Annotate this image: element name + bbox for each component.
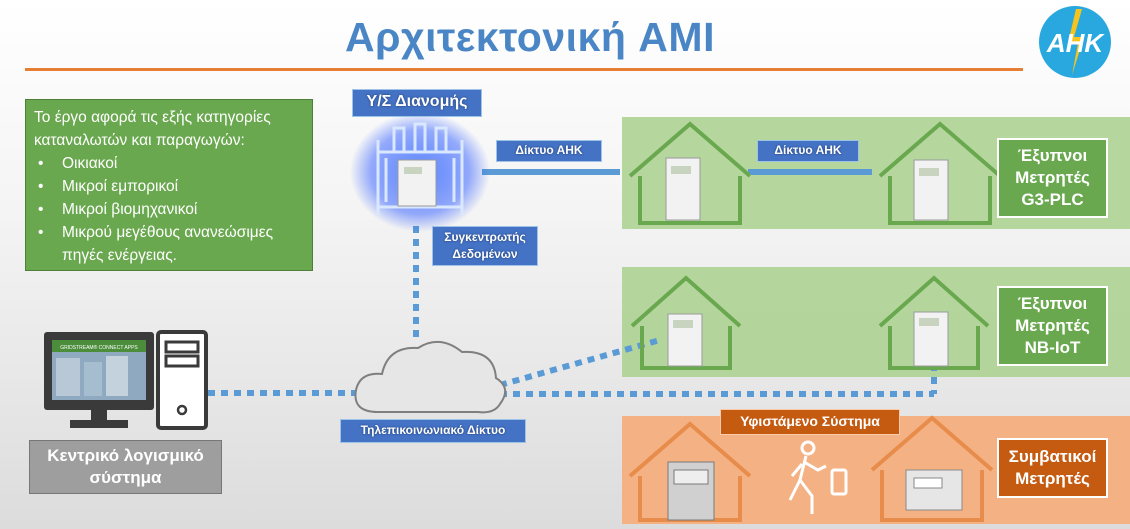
analog-meter-icon [667,461,963,521]
page-title: Αρχιτεκτονική AMI [345,14,715,60]
concentrator-label: Συγκεντρωτής Δεδομένων [432,226,538,266]
nbiot-line3: NB-IoT [1024,338,1081,357]
category-item: Οικιακοί [38,152,304,175]
central-line1: Κεντρικό λογισμικό [47,446,204,465]
category-item: Μικροί βιομηχανικοί [38,198,304,221]
category-item: Μικροί εμπορικοί [38,175,304,198]
ahk-logo-icon: ΑΗΚ [1038,5,1112,79]
central-software-label: Κεντρικό λογισμικό σύστημα [29,440,222,494]
cloud-icon [354,341,507,414]
concentrator-line2: Δεδομένων [452,247,518,261]
legacy-line2: Μετρητές [1015,469,1090,488]
category-list: Οικιακοί Μικροί εμπορικοί Μικροί βιομηχα… [34,152,304,267]
g3-line2: Μετρητές [1015,168,1090,187]
meter-reader-icon [788,440,848,514]
info-intro: Το έργο αφορά τις εξής κατηγορίες κατανα… [34,109,271,149]
telecom-network-label: Τηλεπικοινωνιακό Δίκτυο [340,419,526,443]
ahk-network-label: Δίκτυο ΑΗΚ [757,140,859,162]
computer-icon: GRIDSTREAM® CONNECT APPS [44,330,208,430]
house-icon [628,121,1002,370]
nbiot-line2: Μετρητές [1015,316,1090,335]
logo-letters: ΑΗΚ [1046,28,1106,58]
transformer-icon [350,112,490,232]
existing-system-label: Υφιστάμενο Σύστημα [720,409,900,435]
g3-plc-type-label: Έξυπνοι Μετρητές G3-PLC [997,138,1108,218]
title-underline [25,68,1023,71]
ahk-network-label: Δίκτυο ΑΗΚ [496,140,602,162]
computer-screen-text: GRIDSTREAM® CONNECT APPS [60,344,138,351]
substation-label: Υ/Σ Διανομής [352,89,482,117]
nb-iot-type-label: Έξυπνοι Μετρητές NB-IoT [997,286,1108,366]
nbiot-line1: Έξυπνοι [1017,294,1088,313]
legacy-type-label: Συμβατικοί Μετρητές [997,438,1108,498]
g3-line1: Έξυπνοι [1017,146,1088,165]
cloud-to-nbiot-1-line [499,337,661,388]
concentrator-line1: Συγκεντρωτής [444,230,526,244]
g3-line3: G3-PLC [1021,190,1084,209]
consumer-categories-box: Το έργο αφορά τις εξής κατηγορίες κατανα… [25,99,313,271]
category-item: Μικρού μεγέθους ανανεώσιμες πηγές ενέργε… [38,221,304,267]
central-line2: σύστημα [89,468,162,487]
legacy-line1: Συμβατικοί [1008,447,1097,466]
smart-meter-icon [665,157,949,367]
